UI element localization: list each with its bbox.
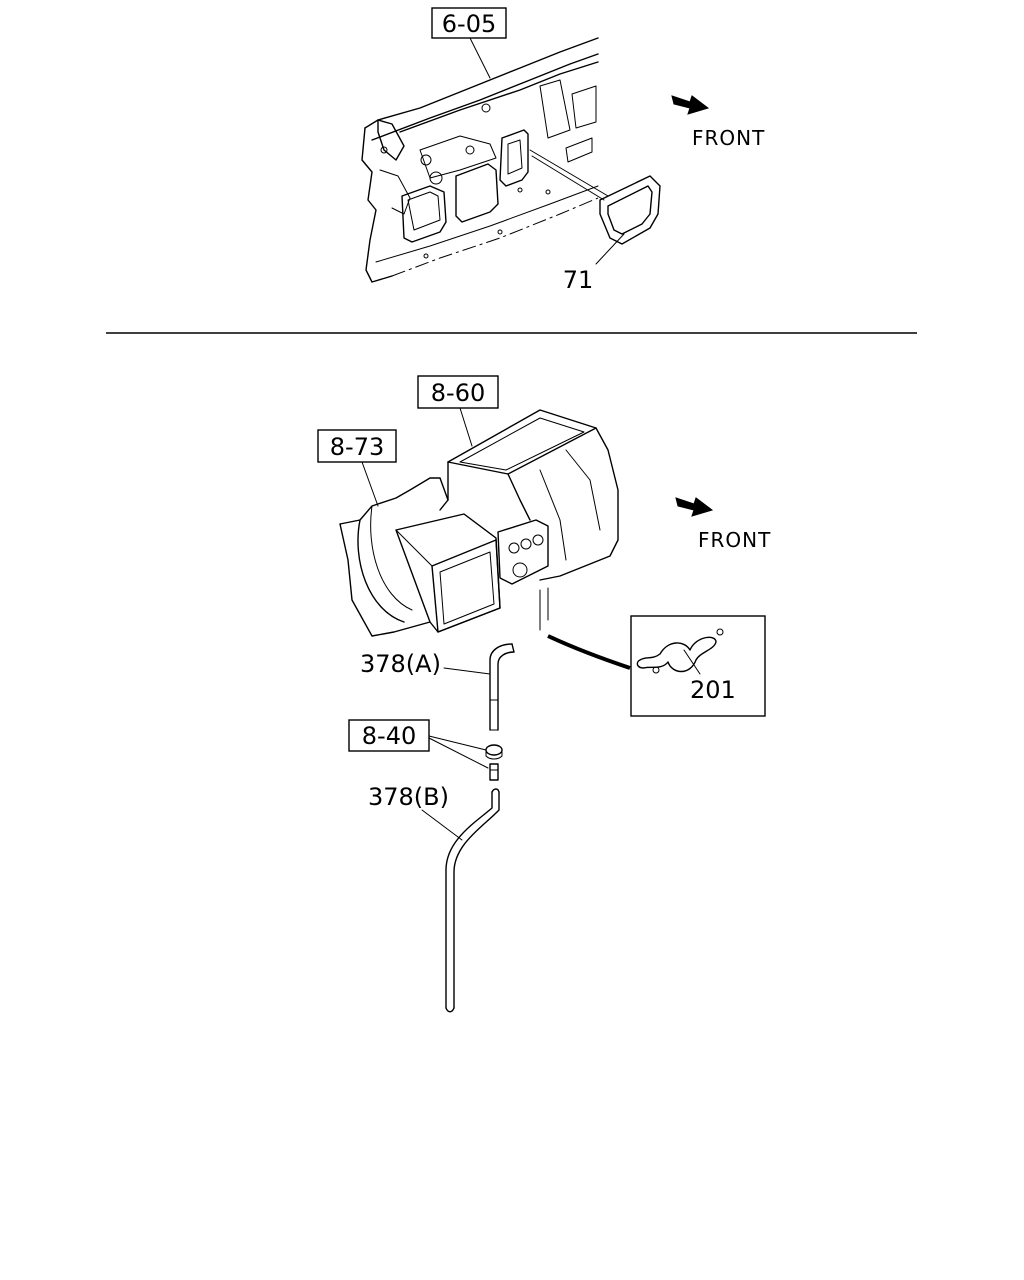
part-label-201: 201 (690, 676, 736, 704)
dash-panel-illustration (361, 37, 599, 283)
leader-8-73 (361, 461, 379, 507)
leader-378a (443, 667, 491, 675)
leader-6-05 (469, 37, 491, 79)
svg-text:8-60: 8-60 (431, 379, 485, 407)
ref-box-8-60: 8-60 (417, 375, 499, 409)
svg-text:8-73: 8-73 (330, 433, 384, 461)
drain-hose-378a (489, 643, 515, 731)
part-label-378b: 378(B) (368, 783, 449, 811)
duct-seal-71 (529, 149, 661, 245)
ref-box-6-05: 6-05 (431, 7, 507, 39)
part-label-71: 71 (563, 266, 594, 294)
leader-378b (421, 809, 463, 841)
leader-8-40b (428, 737, 489, 769)
front-arrow-icon (671, 95, 710, 115)
part-label-378a: 378(A) (360, 650, 441, 678)
detail-pointer (547, 634, 631, 670)
svg-text:6-05: 6-05 (442, 10, 496, 38)
svg-text:8-40: 8-40 (362, 722, 416, 750)
ref-box-8-73: 8-73 (317, 429, 397, 463)
heater-unit-illustration (339, 409, 619, 637)
leader-201 (683, 649, 701, 675)
ref-box-8-40: 8-40 (348, 719, 430, 752)
drain-hose-378b (445, 788, 500, 1013)
hose-clip-detail-201 (630, 615, 766, 717)
front-arrow-icon (675, 497, 714, 517)
hose-joint (489, 763, 499, 781)
front-label-top: FRONT (692, 126, 765, 150)
leader-8-60 (459, 407, 473, 447)
leader-71 (595, 233, 625, 265)
front-label-bottom: FRONT (698, 528, 771, 552)
hose-clamp (485, 744, 503, 760)
leader-8-40a (428, 735, 487, 751)
